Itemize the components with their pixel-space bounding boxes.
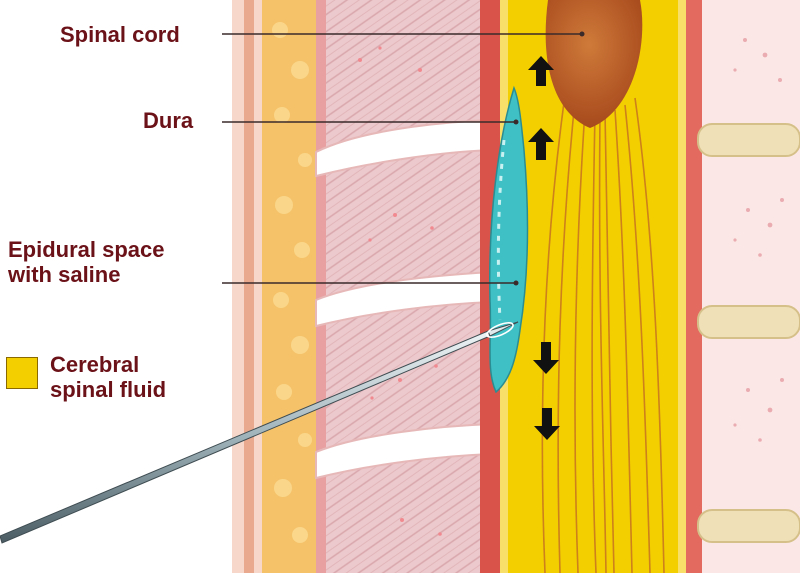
arrow-down-icon xyxy=(534,408,560,440)
legend-label-csf: Cerebral spinal fluid xyxy=(50,352,166,402)
epidural-saline xyxy=(489,85,529,394)
label-epidural-line2: with saline xyxy=(8,262,121,287)
needle-icon xyxy=(0,321,519,544)
arrow-up-icon xyxy=(528,128,554,160)
label-spinal-cord: Spinal cord xyxy=(60,22,180,47)
legend-line1: Cerebral xyxy=(50,352,140,377)
skin-fat-layer xyxy=(232,0,326,573)
label-dura: Dura xyxy=(143,108,194,133)
label-epidural-line1: Epidural space xyxy=(8,237,165,262)
legend-line2: spinal fluid xyxy=(50,377,167,402)
leader-lines xyxy=(222,31,585,286)
arrow-down-icon xyxy=(533,342,559,374)
arrow-up-icon xyxy=(528,56,554,86)
label-epidural-space: Epidural space with saline xyxy=(8,237,165,287)
nerve-roots xyxy=(541,94,665,573)
spinal-cord-shape xyxy=(545,0,643,128)
legend-swatch-csf xyxy=(6,357,38,389)
vertebral-bodies xyxy=(686,0,800,573)
spinous-processes xyxy=(315,0,493,573)
